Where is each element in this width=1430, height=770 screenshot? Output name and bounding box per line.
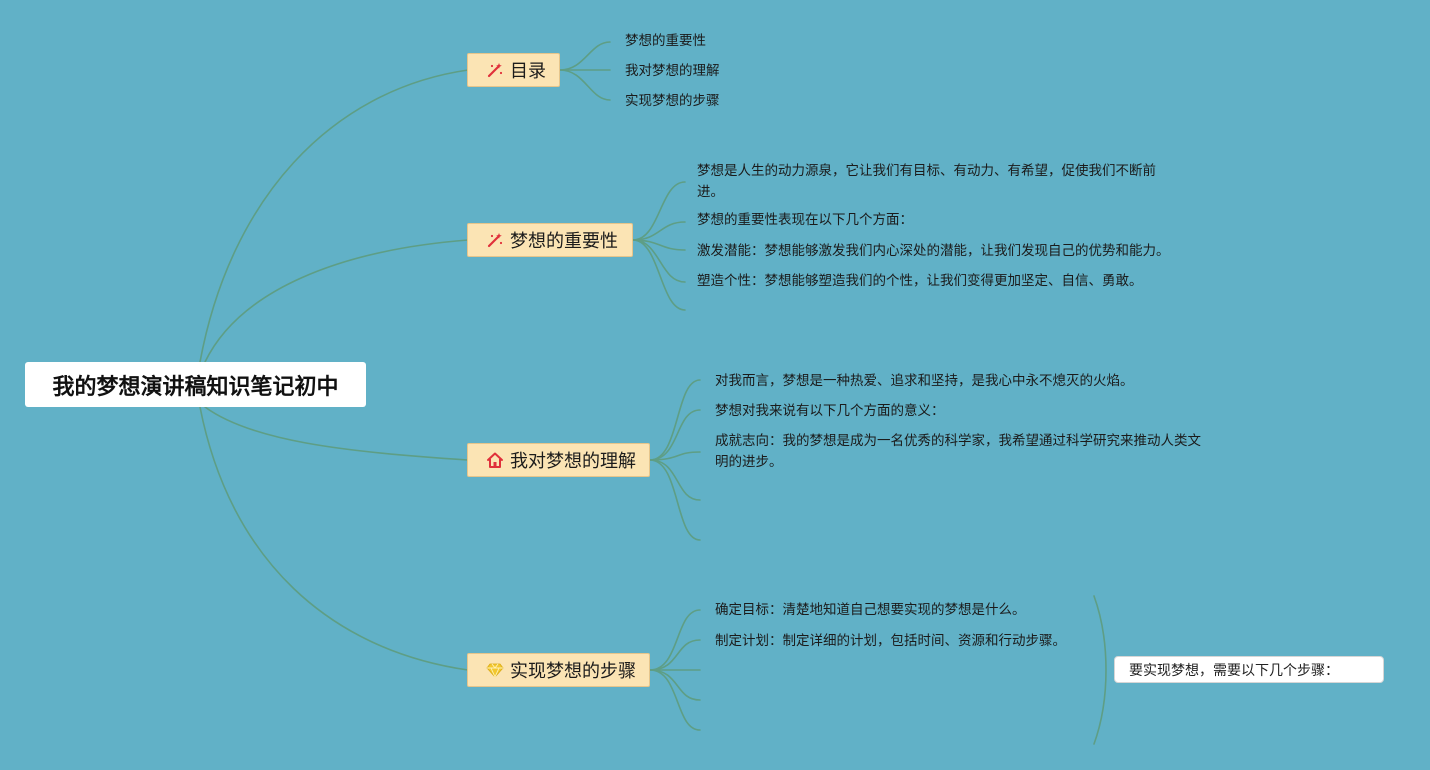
root-topic[interactable]: 我的梦想演讲稿知识笔记初中 [25, 362, 366, 407]
summary-note[interactable]: 要实现梦想，需要以下几个步骤： [1114, 656, 1384, 683]
importance-item[interactable]: 激发潜能：梦想能够激发我们内心深处的潜能，让我们发现自己的优势和能力。 [697, 243, 1170, 259]
importance-item[interactable]: 塑造个性：梦想能够塑造我们的个性，让我们变得更加坚定、自信、勇敢。 [697, 273, 1143, 289]
magic-wand-icon [486, 231, 504, 249]
summary-bracket [1093, 595, 1107, 745]
topic-steps-label: 实现梦想的步骤 [510, 661, 636, 682]
diamond-icon [486, 661, 504, 679]
toc-item[interactable]: 实现梦想的步骤 [625, 93, 720, 109]
topic-toc-label: 目录 [510, 61, 546, 82]
understanding-item[interactable]: 成就志向：我的梦想是成为一名优秀的科学家，我希望通过科学研究来推动人类文明的进步… [715, 433, 1201, 470]
understanding-item[interactable]: 梦想对我来说有以下几个方面的意义： [715, 403, 945, 419]
topic-understanding[interactable]: 我对梦想的理解 [467, 443, 650, 477]
steps-item[interactable]: 制定计划：制定详细的计划，包括时间、资源和行动步骤。 [715, 633, 1066, 649]
connector-root-steps [199, 406, 469, 671]
root-topic-label: 我的梦想演讲稿知识笔记初中 [52, 374, 339, 400]
topic-importance-label: 梦想的重要性 [510, 231, 618, 252]
home-icon [486, 451, 504, 469]
toc-item[interactable]: 我对梦想的理解 [625, 63, 720, 79]
connector-root-understanding [204, 406, 469, 461]
connector-root-importance [204, 239, 469, 363]
topic-importance[interactable]: 梦想的重要性 [467, 223, 633, 257]
magic-wand-icon [486, 61, 504, 79]
understanding-item[interactable]: 对我而言，梦想是一种热爱、追求和坚持，是我心中永不熄灭的火焰。 [715, 373, 1134, 389]
summary-note-label: 要实现梦想，需要以下几个步骤： [1129, 662, 1339, 679]
toc-item[interactable]: 梦想的重要性 [625, 33, 706, 49]
topic-understanding-label: 我对梦想的理解 [510, 451, 636, 472]
importance-item[interactable]: 梦想是人生的动力源泉，它让我们有目标、有动力、有希望，促使我们不断前进。 [697, 163, 1156, 200]
connector-root-toc [199, 69, 469, 363]
topic-steps[interactable]: 实现梦想的步骤 [467, 653, 650, 687]
importance-item[interactable]: 梦想的重要性表现在以下几个方面： [697, 212, 913, 228]
topic-toc[interactable]: 目录 [467, 53, 560, 87]
steps-item[interactable]: 确定目标：清楚地知道自己想要实现的梦想是什么。 [715, 602, 1026, 618]
